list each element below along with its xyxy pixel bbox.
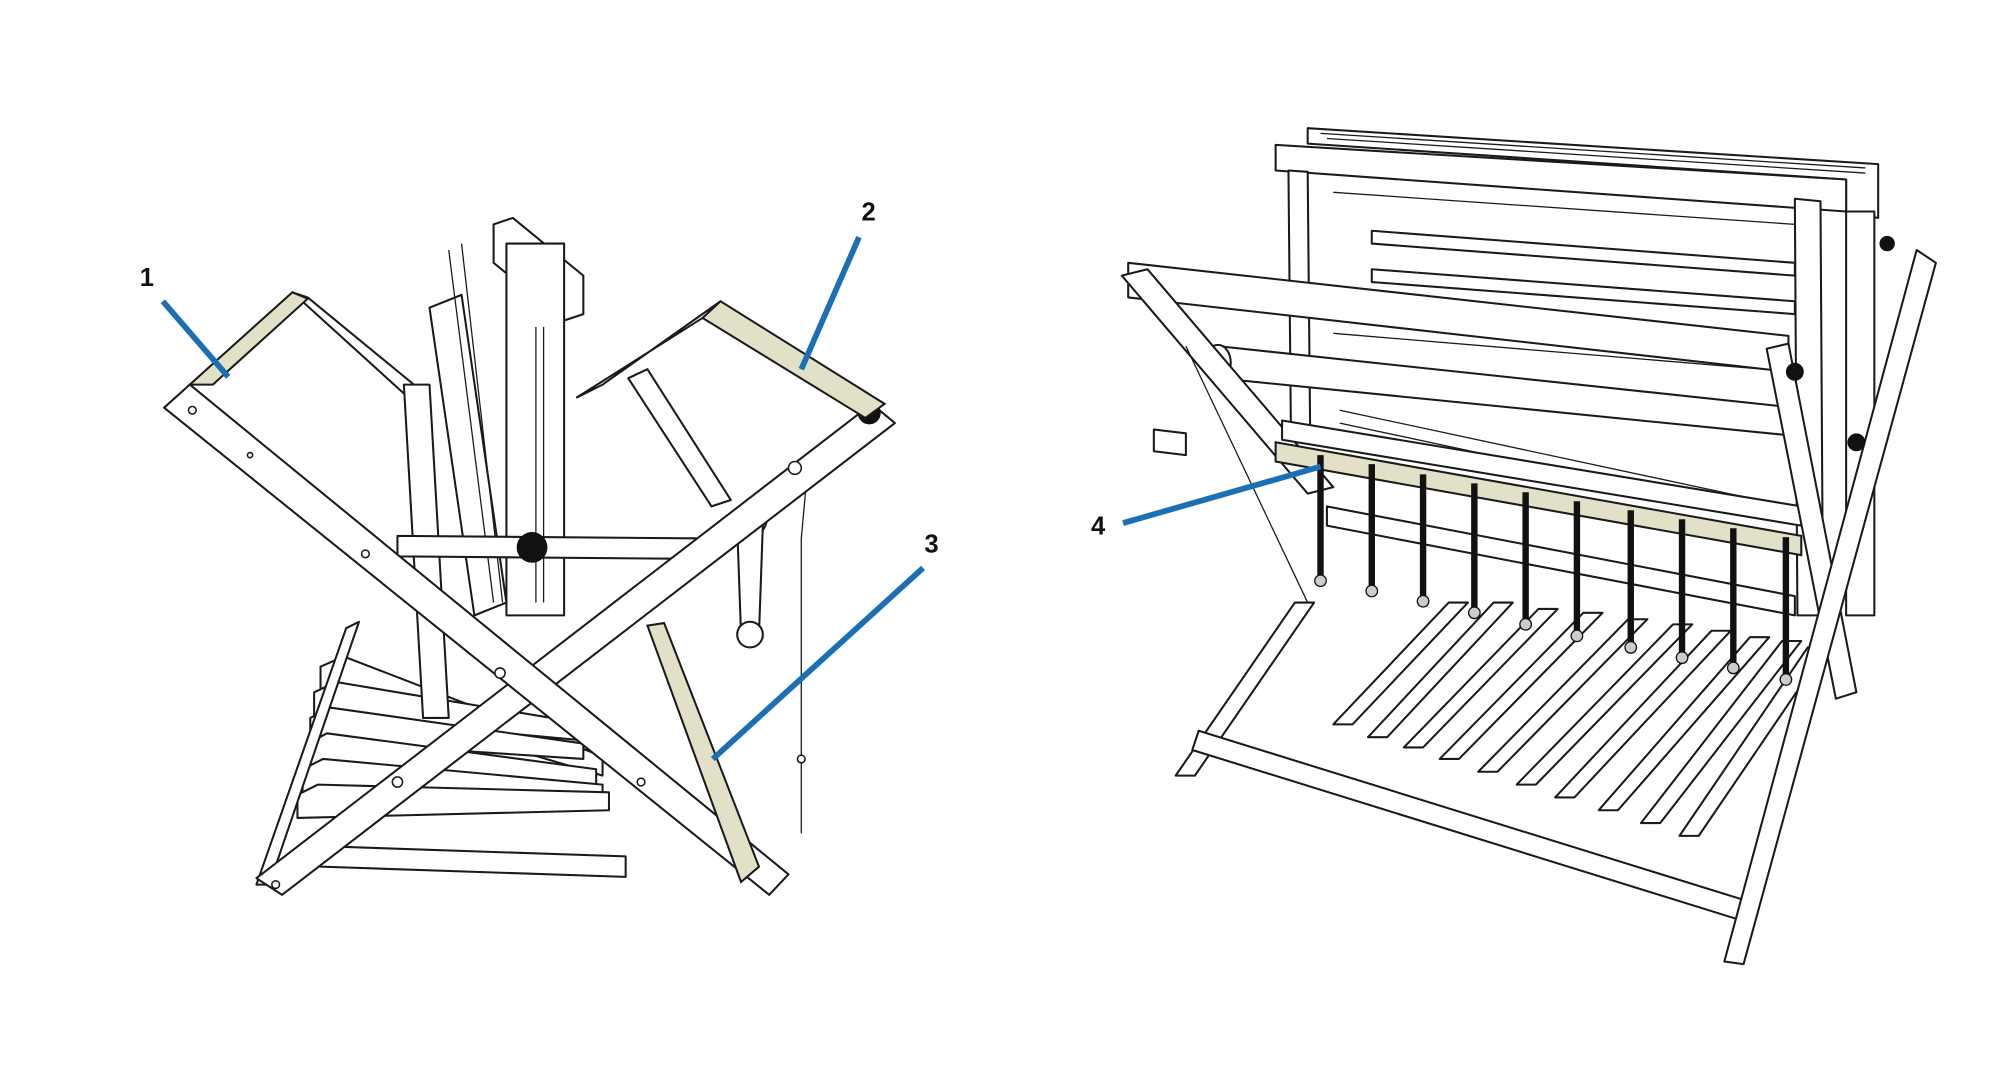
x-leg-front	[1723, 248, 1937, 966]
treadles	[1332, 601, 1828, 837]
callout-line	[710, 565, 926, 762]
lamms	[1314, 455, 1793, 686]
callout-4: 4	[1091, 463, 1322, 541]
back-roller	[627, 368, 732, 508]
callout-label: 1	[140, 264, 154, 292]
highlight-part-3	[646, 621, 761, 884]
front-leg-left	[1174, 601, 1316, 777]
locking-knob-icon	[516, 532, 548, 563]
callout-label: 4	[1091, 513, 1106, 541]
callout-1: 1	[140, 264, 231, 379]
folded-treadles	[255, 620, 627, 886]
callout-line	[798, 236, 862, 371]
cord	[800, 467, 809, 834]
highlight-part-4	[1274, 441, 1803, 557]
side-frame	[1120, 268, 1335, 495]
x-leg-left	[163, 383, 790, 896]
highlight-part-2	[700, 299, 887, 420]
folded-loom-illustration: 1 2 3	[140, 199, 939, 896]
lower-bar	[1325, 505, 1796, 617]
callout-2: 2	[798, 199, 876, 371]
x-leg-right	[255, 402, 896, 896]
folding-brace	[396, 534, 707, 560]
callout-label: 3	[924, 531, 938, 559]
callout-label: 2	[862, 199, 876, 227]
callout-3: 3	[710, 531, 939, 762]
callout-line	[160, 299, 231, 379]
crank-handle	[1152, 428, 1187, 457]
highlight-part-1	[187, 291, 310, 386]
open-loom-illustration: 4	[1091, 127, 1937, 966]
callout-line	[1122, 463, 1322, 526]
cord	[1185, 345, 1309, 603]
bottom-front-bar	[1191, 729, 1758, 925]
